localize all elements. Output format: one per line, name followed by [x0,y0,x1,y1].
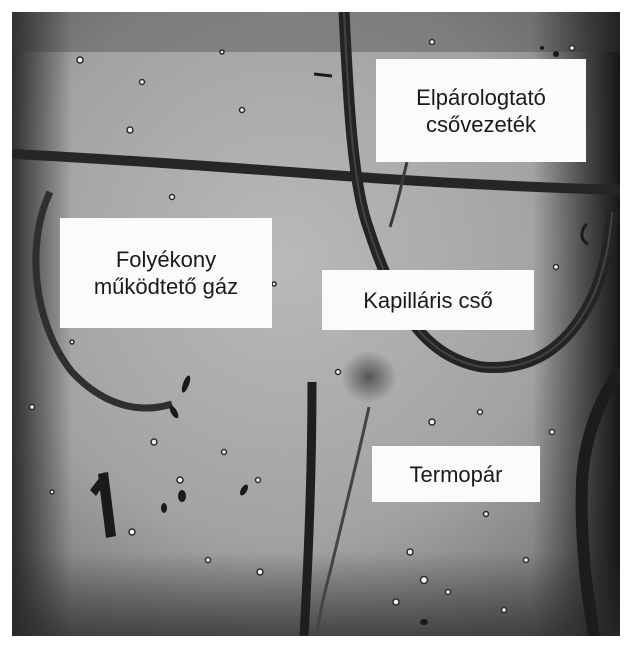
image-frame: Elpárologtató csővezeték Folyékony működ… [4,4,628,644]
evaporator-label-line1: Elpárologtató [416,84,546,111]
liquid-gas-label-line2: működtető gáz [94,273,238,300]
evaporator-tube-label: Elpárologtató csővezeték [376,59,586,162]
liquid-gas-label: Folyékony működtető gáz [60,218,272,328]
thermocouple-label-text: Termopár [410,461,503,488]
capillary-tube-label: Kapilláris cső [322,270,534,330]
thermocouple-label: Termopár [372,446,540,502]
liquid-gas-label-line1: Folyékony [116,246,216,273]
evaporator-label-line2: csővezeték [426,111,536,138]
capillary-label-text: Kapilláris cső [363,287,493,314]
